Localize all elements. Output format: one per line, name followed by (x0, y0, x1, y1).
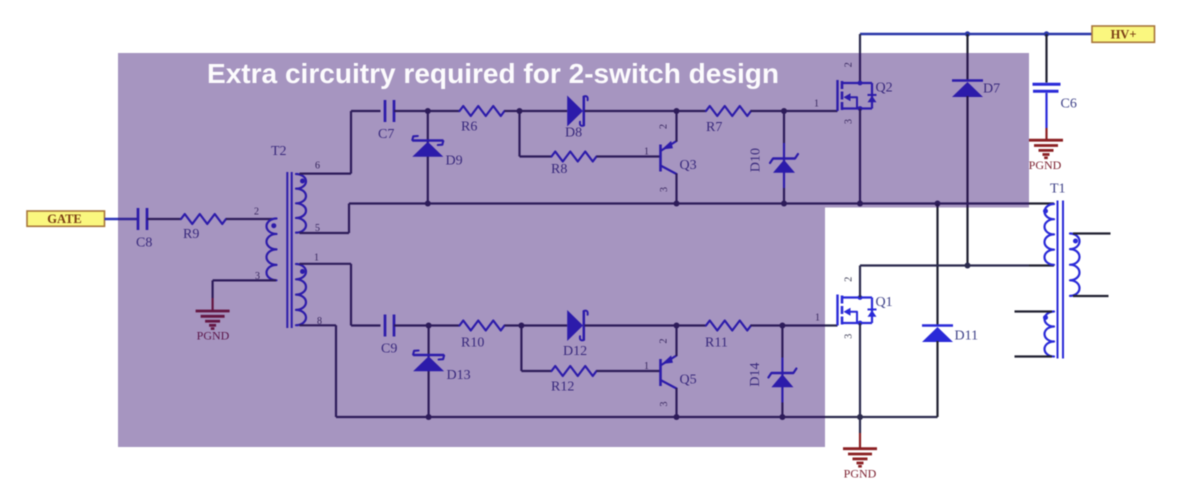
svg-text:R7: R7 (706, 120, 722, 135)
svg-text:3: 3 (844, 334, 855, 339)
svg-text:1: 1 (644, 147, 649, 158)
svg-text:D7: D7 (983, 82, 1000, 97)
svg-text:R8: R8 (551, 162, 567, 177)
svg-text:6: 6 (315, 161, 320, 172)
svg-text:3: 3 (255, 271, 260, 282)
svg-text:GATE: GATE (47, 212, 82, 226)
svg-text:5: 5 (315, 223, 320, 234)
svg-text:C6: C6 (1061, 97, 1077, 112)
svg-text:R10: R10 (461, 335, 484, 350)
svg-text:PGND: PGND (1029, 158, 1062, 172)
svg-text:2: 2 (659, 124, 670, 129)
svg-text:R9: R9 (183, 227, 199, 242)
svg-text:1: 1 (815, 313, 820, 324)
svg-text:8: 8 (317, 316, 322, 327)
svg-text:D10: D10 (749, 148, 764, 172)
svg-text:PGND: PGND (197, 328, 230, 342)
svg-text:C7: C7 (378, 127, 394, 142)
svg-text:D8: D8 (565, 126, 582, 141)
svg-text:R11: R11 (705, 336, 728, 351)
svg-text:Q5: Q5 (680, 372, 697, 387)
svg-text:2: 2 (254, 207, 259, 218)
svg-text:Q2: Q2 (876, 81, 893, 96)
svg-text:2: 2 (659, 339, 670, 344)
svg-text:C8: C8 (136, 236, 152, 251)
svg-text:T1: T1 (1050, 182, 1066, 197)
svg-text:Q3: Q3 (680, 158, 697, 173)
svg-text:3: 3 (659, 187, 670, 192)
svg-text:HV+: HV+ (1111, 28, 1137, 42)
svg-text:T2: T2 (271, 144, 287, 159)
svg-text:1: 1 (814, 99, 819, 110)
svg-text:D11: D11 (955, 329, 979, 344)
svg-text:D13: D13 (447, 368, 471, 383)
svg-text:Q1: Q1 (876, 295, 893, 310)
svg-text:D9: D9 (446, 154, 463, 169)
svg-text:R6: R6 (461, 119, 477, 134)
svg-text:C9: C9 (381, 341, 397, 356)
svg-text:3: 3 (844, 119, 855, 124)
svg-text:2: 2 (844, 62, 855, 67)
svg-text:D14: D14 (748, 362, 763, 386)
svg-text:3: 3 (659, 402, 670, 407)
svg-text:D12: D12 (563, 344, 587, 359)
svg-text:PGND: PGND (844, 467, 877, 481)
svg-text:2: 2 (844, 277, 855, 282)
svg-text:1: 1 (644, 361, 649, 372)
svg-text:1: 1 (314, 253, 319, 264)
svg-text:Extra circuitry required for 2: Extra circuitry required for 2-switch de… (207, 58, 779, 89)
svg-text:R12: R12 (551, 380, 574, 395)
